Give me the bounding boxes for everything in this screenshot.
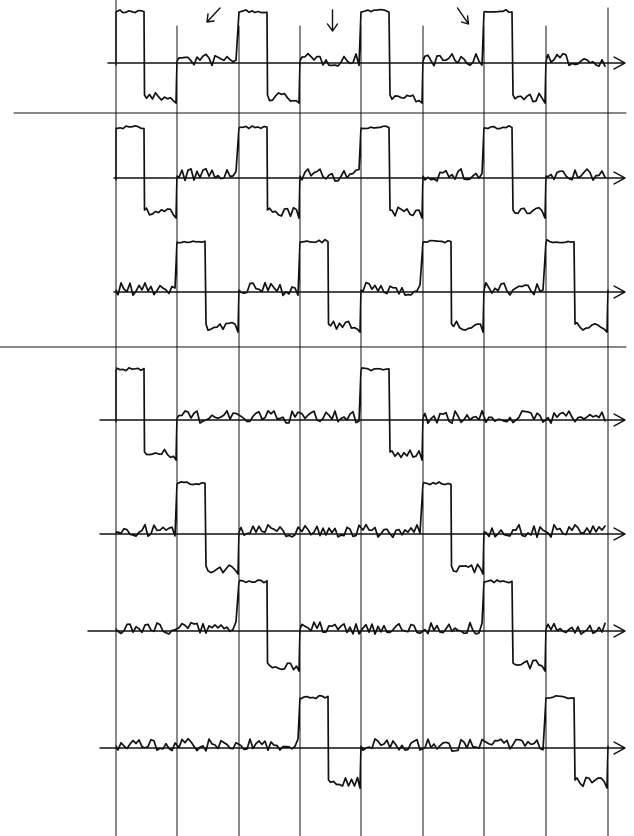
pulse-slot-5 xyxy=(423,238,484,332)
pulse-slot-5 xyxy=(423,480,484,574)
pulse-slot-1 xyxy=(177,238,239,332)
signal-row-6 xyxy=(87,578,626,672)
signal-row-7 xyxy=(99,694,626,789)
pulse-slot-4 xyxy=(361,8,423,103)
pulse-slot-7 xyxy=(546,238,608,332)
direction-arrows xyxy=(206,7,470,32)
pulse-slot-2 xyxy=(239,8,300,103)
pulse-slot-1 xyxy=(177,480,239,574)
signal-row-1 xyxy=(107,8,626,104)
group-separators xyxy=(0,112,627,348)
pulse-slot-7 xyxy=(546,694,608,788)
axis-arrowhead xyxy=(613,56,626,70)
axis-arrowhead xyxy=(613,527,626,541)
axis-arrowhead xyxy=(613,624,626,638)
waveform xyxy=(115,694,609,789)
signal-rows xyxy=(87,8,626,789)
waveform xyxy=(115,8,606,104)
arrow-down-right-icon xyxy=(456,7,470,25)
pulse-slot-3 xyxy=(300,238,361,332)
signal-row-2 xyxy=(113,124,626,219)
axis-arrowhead xyxy=(613,171,626,185)
pulse-slot-4 xyxy=(361,124,423,218)
pulse-slot-6 xyxy=(484,124,546,218)
waveform xyxy=(115,366,606,461)
arrow-down-icon xyxy=(326,9,339,32)
pulse-slot-0 xyxy=(116,124,177,218)
pulse-slot-4 xyxy=(361,366,423,460)
pulse-slot-2 xyxy=(239,124,300,218)
pulse-slot-2 xyxy=(239,578,300,671)
signal-row-5 xyxy=(99,480,626,575)
waveform xyxy=(115,481,606,575)
pulse-slot-0 xyxy=(116,8,177,103)
waveform xyxy=(115,579,606,672)
pulse-slot-3 xyxy=(300,694,361,788)
axis-arrowhead xyxy=(613,285,626,299)
waveform xyxy=(115,238,609,333)
signal-row-4 xyxy=(99,366,626,461)
pulse-slot-0 xyxy=(116,366,177,460)
signal-row-3 xyxy=(113,238,626,333)
waveform xyxy=(115,124,606,219)
axis-arrowhead xyxy=(613,413,626,427)
arrow-down-left-icon xyxy=(206,7,221,23)
axis-arrowhead xyxy=(613,741,626,755)
pulse-slot-6 xyxy=(484,8,546,103)
pulse-slot-6 xyxy=(484,578,546,671)
